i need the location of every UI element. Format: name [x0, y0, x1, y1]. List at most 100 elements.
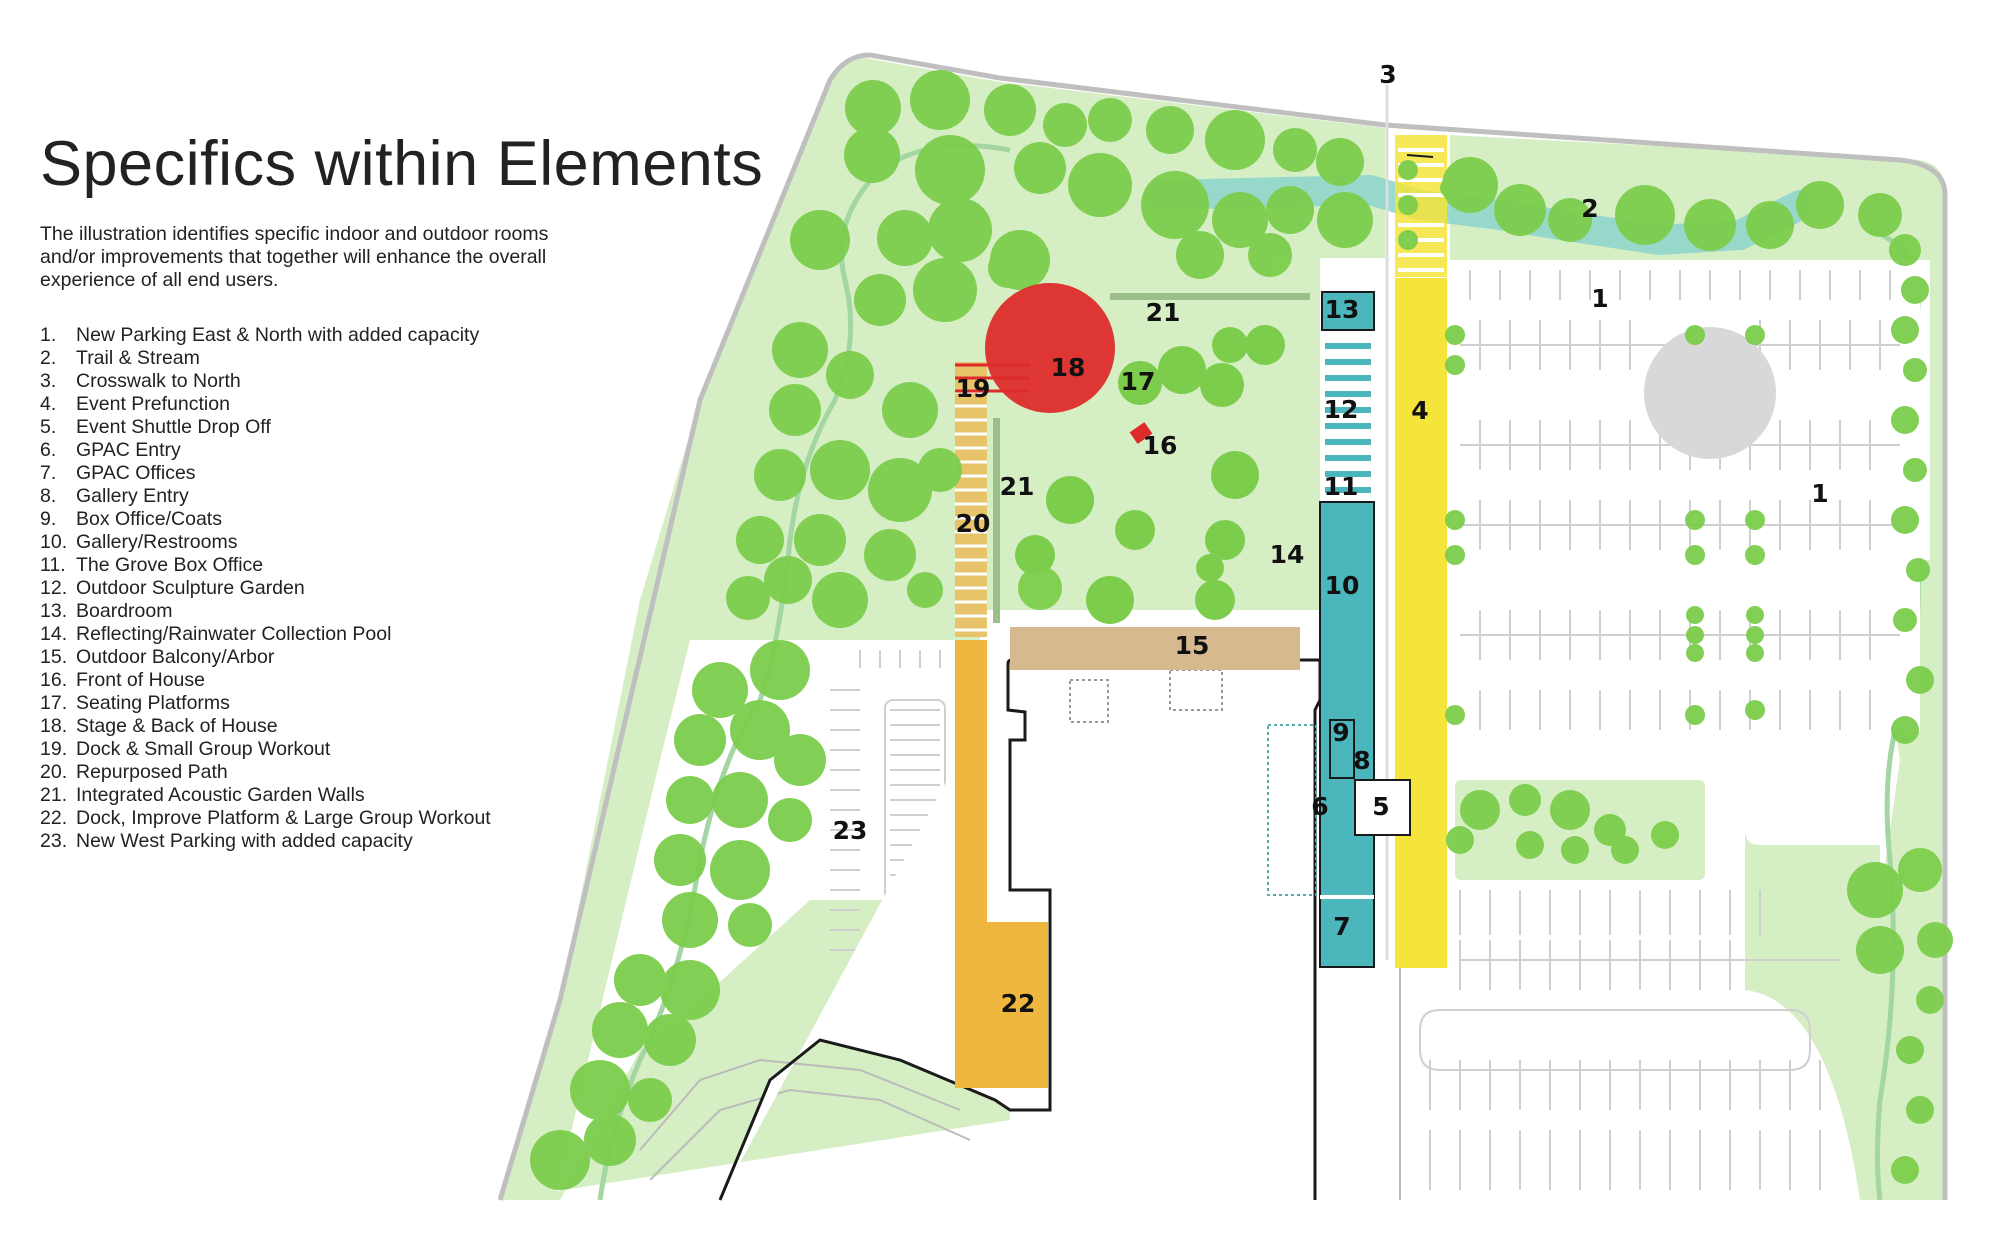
acoustic-garden-wall: [993, 418, 1000, 623]
page-title: Specifics within Elements: [40, 129, 764, 199]
legend-item: 10. Gallery/Restrooms: [40, 531, 491, 554]
legend-item: 21. Integrated Acoustic Garden Walls: [40, 784, 491, 807]
map-label-17: 17: [1121, 367, 1156, 396]
legend-text: Boardroom: [76, 600, 173, 622]
legend-text: Event Prefunction: [76, 393, 230, 415]
legend-text: Event Shuttle Drop Off: [76, 416, 271, 438]
legend-item: 1. New Parking East & North with added ca…: [40, 324, 491, 347]
legend-item: 11. The Grove Box Office: [40, 554, 491, 577]
legend-item: 20.Repurposed Path: [40, 761, 491, 784]
site-boundary: [497, 52, 1948, 1201]
legend-text: Integrated Acoustic Garden Walls: [76, 784, 365, 806]
legend-item: 16.Front of House: [40, 669, 491, 692]
legend-number: 11.: [40, 554, 66, 576]
legend-number: 2.: [40, 347, 57, 369]
legend-number: 3.: [40, 370, 57, 392]
legend-item: 23. New West Parking with added capacity: [40, 830, 491, 853]
event-shuttle-drop-off: [1354, 779, 1411, 836]
map-label-22: 22: [1001, 989, 1036, 1018]
lawn-area: [1745, 830, 1880, 1200]
crosswalk-marker: [1406, 154, 1434, 158]
legend-item: 2. Trail & Stream: [40, 347, 491, 370]
legend-number: 18.: [40, 715, 68, 737]
map-label-4: 4: [1411, 396, 1428, 425]
map-label-12: 12: [1324, 395, 1359, 424]
map-label-10: 10: [1325, 571, 1360, 600]
legend-number: 8.: [40, 485, 57, 507]
legend-number: 14.: [40, 623, 68, 645]
legend-text: Crosswalk to North: [76, 370, 241, 392]
map-label-20: 20: [956, 509, 991, 538]
stage-back-of-house: [985, 283, 1115, 413]
crosswalk-stripes: [1398, 148, 1444, 272]
legend-text: Trail & Stream: [76, 347, 200, 369]
map-label-1: 1: [1811, 479, 1828, 508]
legend-text: Stage & Back of House: [76, 715, 278, 737]
legend-item: 8. Gallery Entry: [40, 485, 491, 508]
legend-text: Box Office/Coats: [76, 508, 222, 530]
map-label-2: 2: [1581, 194, 1598, 223]
legend-text: Outdoor Balcony/Arbor: [76, 646, 275, 668]
map-label-11: 11: [1324, 472, 1359, 501]
map-label-6: 6: [1311, 792, 1328, 821]
legend-text: New West Parking with added capacity: [76, 830, 413, 852]
map-label-5: 5: [1372, 792, 1389, 821]
legend-item: 13. Boardroom: [40, 600, 491, 623]
legend-text: Dock, Improve Platform & Large Group Wor…: [76, 807, 491, 829]
legend-number: 23.: [40, 830, 68, 852]
map-label-15: 15: [1175, 631, 1210, 660]
intro-text: The illustration identifies specific ind…: [40, 223, 549, 291]
legend-item: 17.Seating Platforms: [40, 692, 491, 715]
map-label-13: 13: [1325, 295, 1360, 324]
map-label-14: 14: [1270, 540, 1305, 569]
map-label-3: 3: [1379, 60, 1396, 89]
legend-number: 12.: [40, 577, 68, 599]
legend-text: Front of House: [76, 669, 205, 691]
legend-number: 9.: [40, 508, 57, 530]
legend-number: 20.: [40, 761, 68, 783]
legend-number: 21.: [40, 784, 68, 806]
legend-text: The Grove Box Office: [76, 554, 264, 576]
legend-item: 22.Dock, Improve Platform & Large Group …: [40, 807, 491, 830]
repurposed-path: [955, 362, 987, 637]
legend-item: 18. Stage & Back of House: [40, 715, 491, 738]
legend-number: 6.: [40, 439, 57, 461]
event-prefunction-area: [1395, 278, 1447, 968]
legend-number: 19.: [40, 738, 68, 760]
legend-item: 6.GPAC Entry: [40, 439, 491, 462]
trees: [530, 70, 1953, 1190]
legend-text: Gallery Entry: [76, 485, 189, 507]
map-label-21: 21: [1146, 298, 1181, 327]
map-label-9: 9: [1332, 718, 1349, 747]
parking-island: [1644, 327, 1776, 459]
legend-text: Gallery/Restrooms: [76, 531, 238, 553]
legend-number: 5.: [40, 416, 57, 438]
legend-item: 4. Event Prefunction: [40, 393, 491, 416]
legend-item: 3. Crosswalk to North: [40, 370, 491, 393]
legend-item: 9. Box Office/Coats: [40, 508, 491, 531]
legend-number: 15.: [40, 646, 68, 668]
acoustic-garden-wall: [1110, 293, 1310, 300]
legend-number: 1.: [40, 324, 57, 346]
map-label-1: 1: [1591, 284, 1608, 313]
gallery-offices-gap: [1320, 895, 1374, 899]
seating-platforms: [1015, 325, 1285, 624]
large-group-workout-dock: [955, 640, 1048, 1088]
map-label-23: 23: [833, 816, 868, 845]
legend-text: New Parking East & North with added capa…: [76, 324, 480, 346]
legend-number: 10.: [40, 531, 68, 553]
lawn-area: [500, 58, 1385, 1200]
legend-number: 4.: [40, 393, 57, 415]
legend-text: Reflecting/Rainwater Collection Pool: [76, 623, 392, 645]
box-office-coats: [1329, 719, 1355, 779]
legend-text: Dock & Small Group Workout: [76, 738, 331, 760]
outdoor-balcony-arbor: [1010, 627, 1300, 670]
front-of-house: [1129, 422, 1153, 444]
legend-item: 15. Outdoor Balcony/Arbor: [40, 646, 491, 669]
legend-number: 13.: [40, 600, 68, 622]
legend-text: Seating Platforms: [76, 692, 230, 714]
map-label-7: 7: [1333, 912, 1350, 941]
stage-dock-stripes: [955, 363, 1030, 393]
legend-number: 7.: [40, 462, 57, 484]
